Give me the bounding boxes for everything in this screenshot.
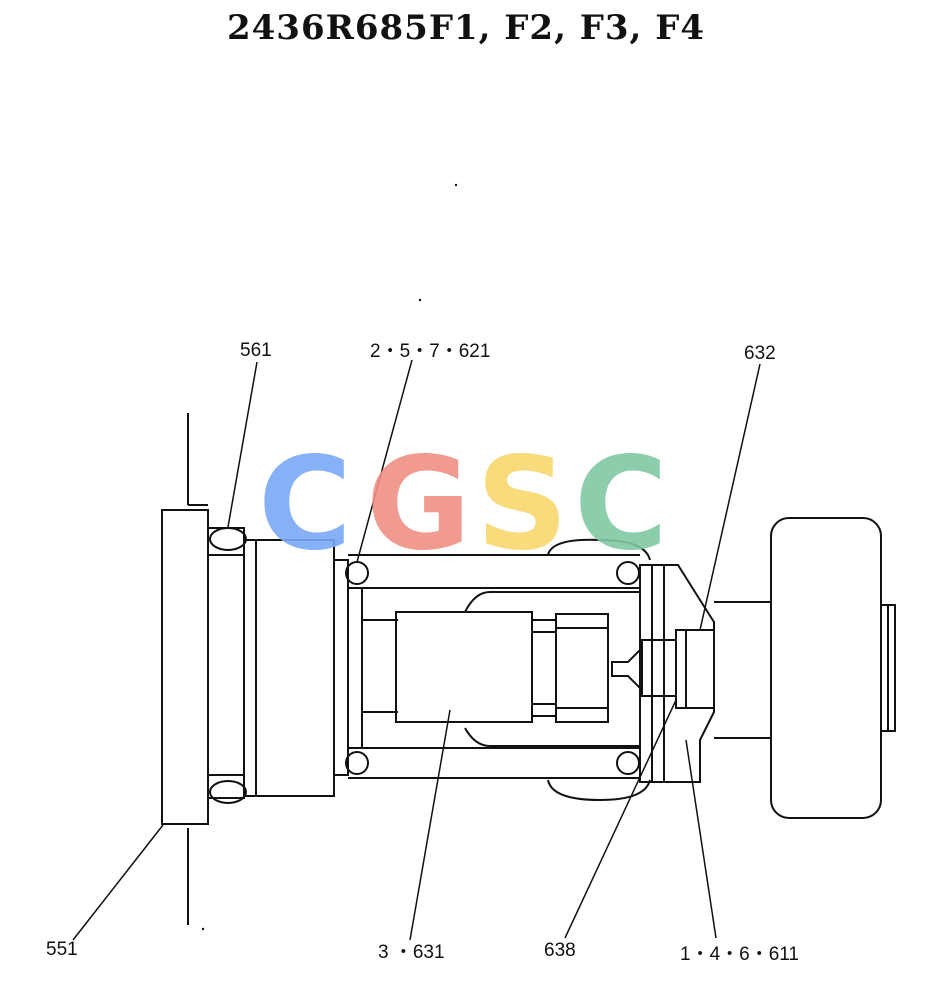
leader-638: [564, 699, 677, 939]
o-ring-621-bottom: [345, 751, 369, 775]
housing-bulge-top: [547, 538, 651, 561]
mounting-wall: [187, 413, 208, 925]
watermark-cgsc: C G S C: [258, 430, 668, 579]
speck: [201, 927, 205, 931]
leader-631: [409, 709, 451, 941]
callout-551: 551: [46, 939, 78, 960]
sleeve: [348, 554, 640, 779]
callout-561: 561: [240, 340, 272, 361]
o-ring-right-bottom: [616, 751, 640, 775]
o-ring-561-top: [209, 527, 247, 551]
callout-1-4-6-611: 1・4・6・611: [680, 944, 799, 965]
o-ring-561-bottom: [209, 780, 247, 804]
leader-611: [685, 739, 717, 939]
inner-recess-bottom: [464, 727, 640, 747]
callout-2-5-7-621: 2・5・7・621: [370, 341, 490, 362]
rear-stem: [714, 601, 772, 739]
callout-3-631: 3 ・631: [378, 942, 445, 963]
leader-lines: [72, 359, 761, 941]
leader-621: [356, 359, 413, 563]
cover-cap: [770, 517, 882, 819]
leader-561: [227, 361, 258, 528]
end-cap-611: [639, 564, 715, 783]
pilot-plug-632: [611, 629, 715, 709]
drawing-title: 2436R685F1, F2, F3, F4: [226, 8, 706, 48]
spool-631: [395, 611, 609, 723]
speck: [454, 183, 458, 187]
watermark-letter: G: [366, 430, 471, 579]
speck: [418, 298, 422, 302]
watermark-letter: S: [476, 430, 568, 579]
step-ring: [333, 559, 349, 776]
flange-551: [161, 509, 209, 825]
callout-638: 638: [544, 940, 576, 961]
callout-632: 632: [744, 343, 776, 364]
housing-bulge-bottom: [547, 779, 651, 802]
inner-recess-top: [464, 591, 640, 613]
leader-632: [699, 363, 761, 631]
leader-551: [72, 824, 164, 941]
watermark-letter: C: [574, 430, 668, 579]
watermark-letter: C: [258, 430, 352, 579]
